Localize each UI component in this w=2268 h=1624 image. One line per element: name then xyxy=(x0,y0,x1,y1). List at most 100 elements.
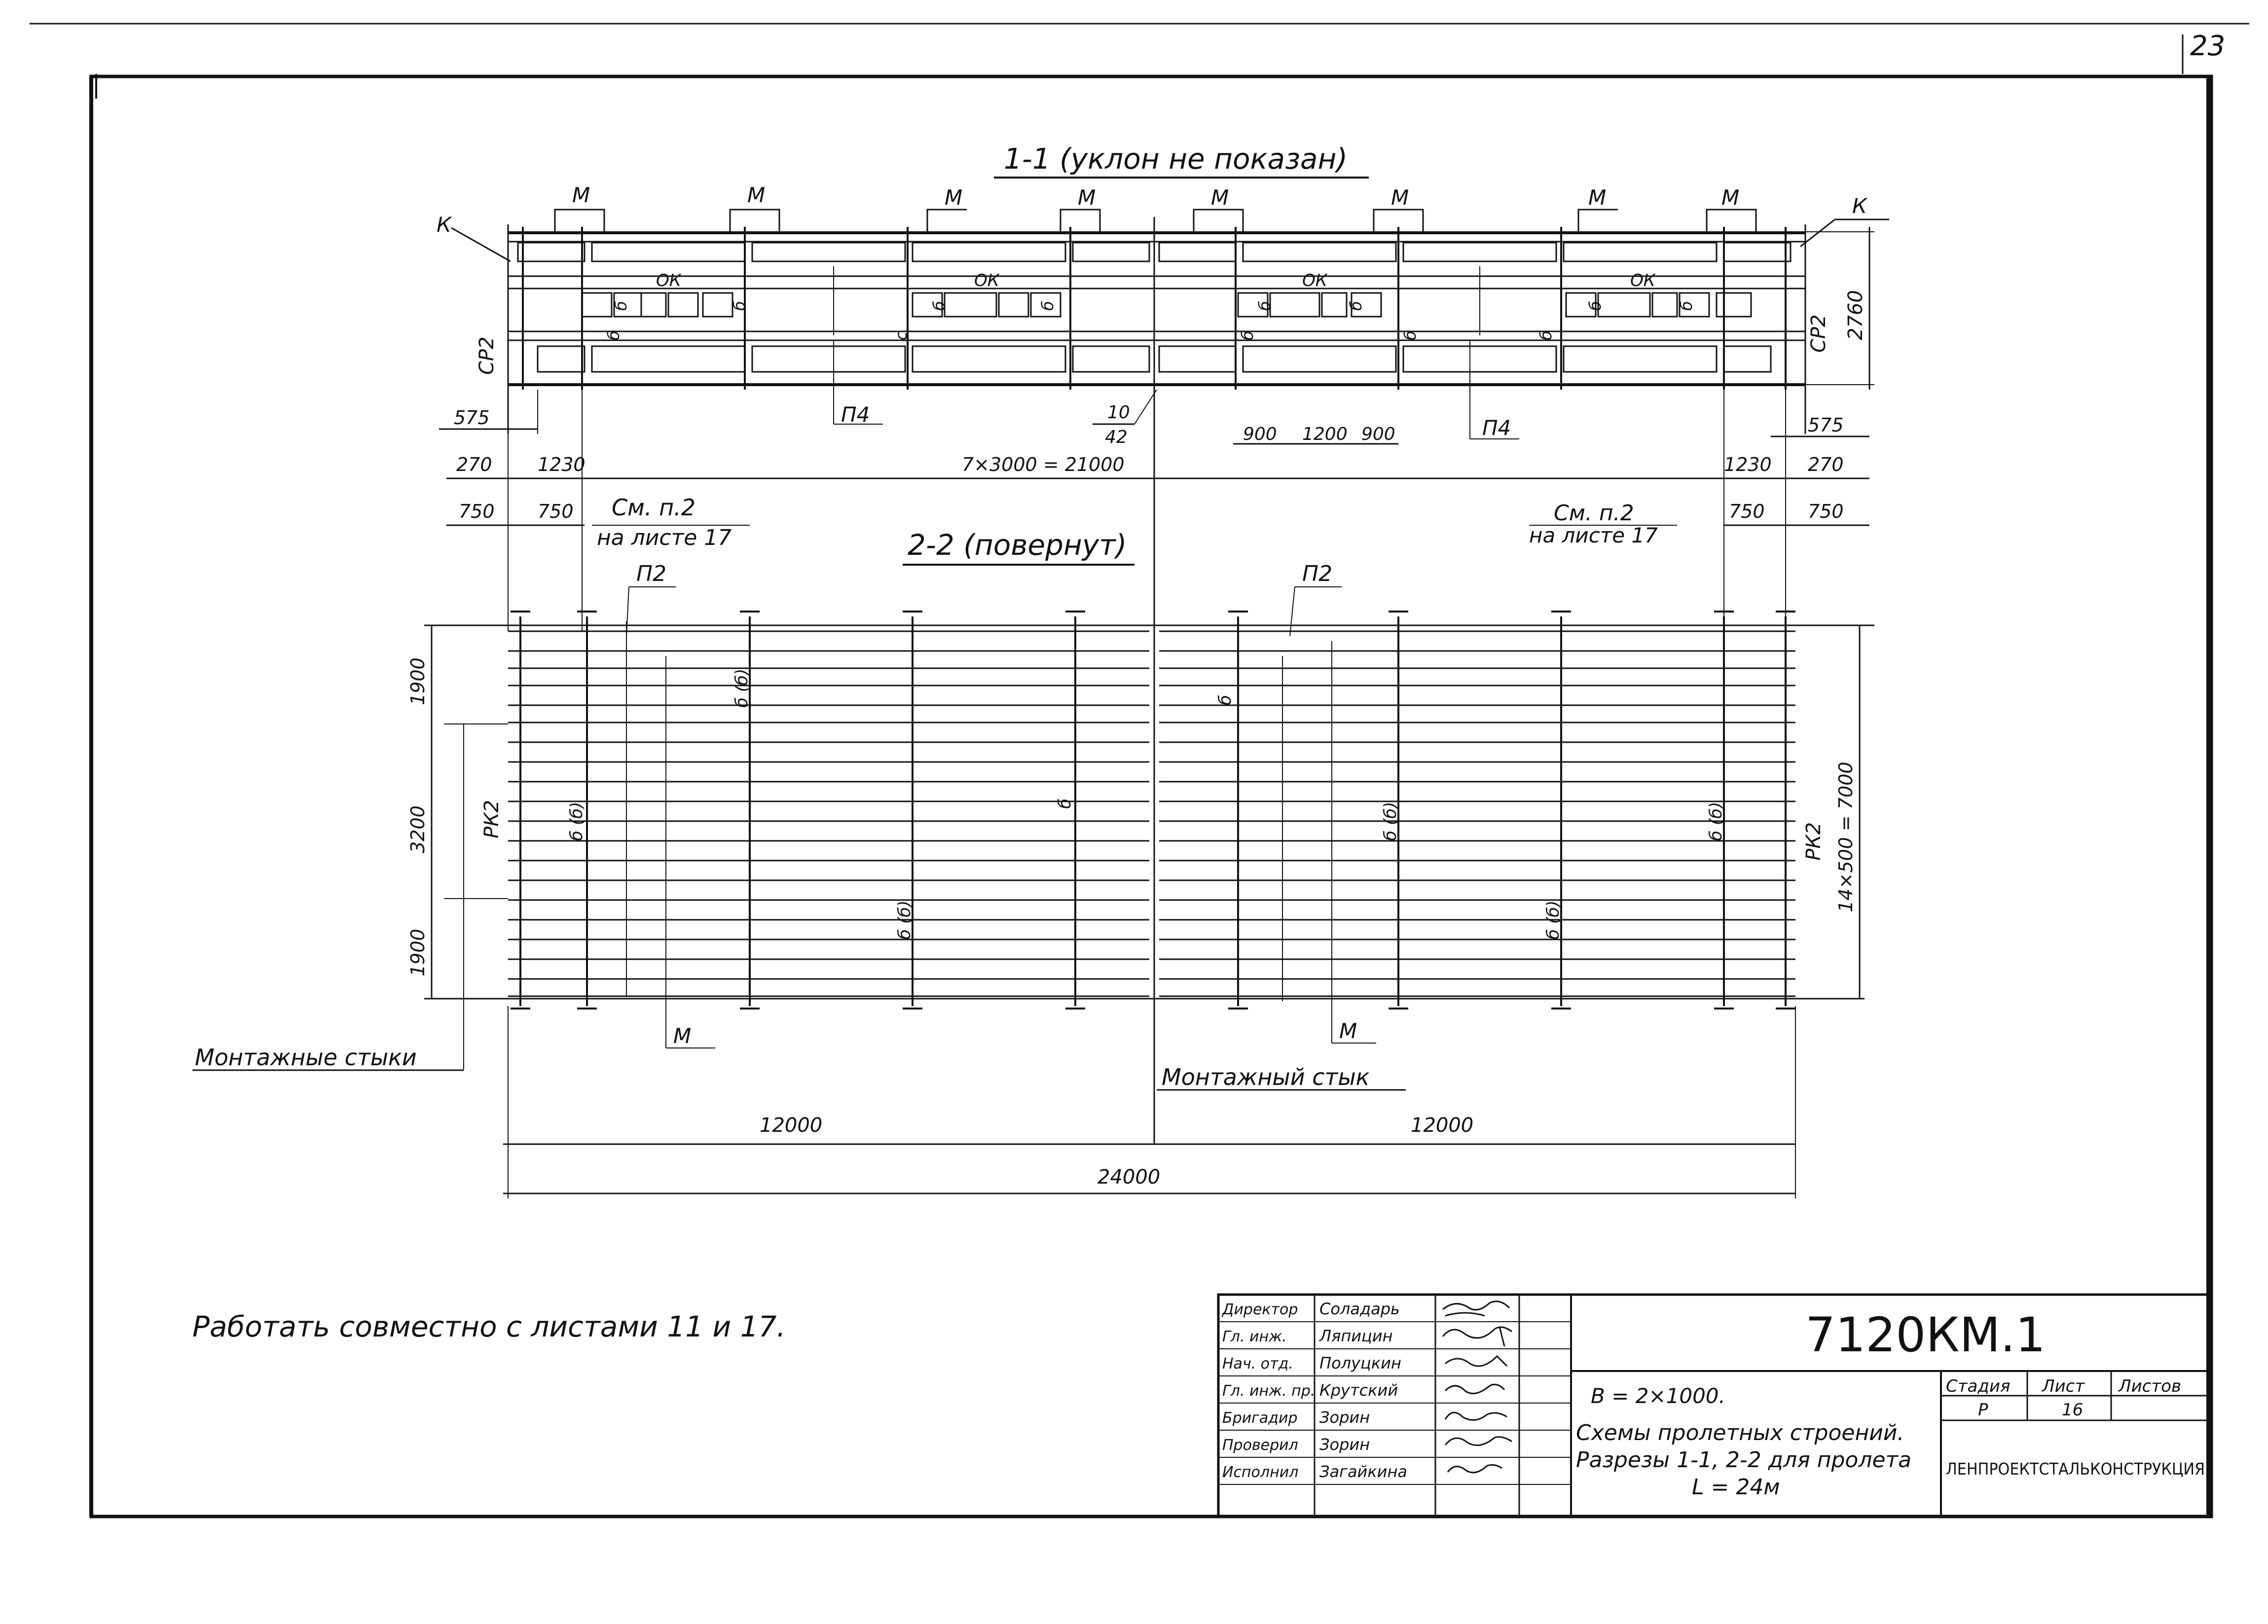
section-2-2-title: 2-2 (повернут) xyxy=(908,528,1127,562)
sheet-frame: 23 xyxy=(30,23,2249,1518)
label-b: б xyxy=(1536,330,1555,340)
staff-role: Гл. инж. xyxy=(1222,1328,1287,1345)
header-sheets: Листов xyxy=(2118,1376,2181,1396)
label-sr2: СР2 xyxy=(1807,315,1830,353)
description-line1: Схемы пролетных строений. xyxy=(1576,1420,1904,1445)
label-m: М xyxy=(1339,1019,1357,1043)
label-b-b: б (б) xyxy=(1706,802,1726,841)
label-b: б xyxy=(1677,301,1696,311)
label-mark-10: 10 xyxy=(1107,402,1130,423)
general-note: Работать совместно с листами 11 и 17. xyxy=(192,1310,786,1343)
sheet-value: 16 xyxy=(2062,1400,2083,1420)
header-sheet: Лист xyxy=(2041,1376,2085,1396)
label-p2: П2 xyxy=(636,561,666,586)
dim-24000: 24000 xyxy=(1097,1166,1160,1189)
stringers xyxy=(519,616,1787,1006)
description-line2: Разрезы 1-1, 2-2 для пролета xyxy=(1576,1447,1911,1473)
truss-posts xyxy=(522,227,1787,390)
label-rk2: РК2 xyxy=(1802,822,1825,861)
dim-750: 750 xyxy=(1808,501,1844,522)
label-m: М xyxy=(1211,185,1229,210)
label-b-b: б (б) xyxy=(1543,901,1563,939)
staff-role: Бригадир xyxy=(1222,1409,1298,1427)
dim-1230: 1230 xyxy=(538,454,585,475)
staff-name: Зорин xyxy=(1319,1435,1370,1454)
label-b: б xyxy=(730,301,749,311)
organization-name: ЛЕНПРОЕКТСТАЛЬКОНСТРУКЦИЯ xyxy=(1946,1459,2205,1479)
dim-12000: 12000 xyxy=(1411,1114,1473,1137)
label-m: М xyxy=(673,1024,691,1048)
joint-markers-m: М М М М М М М М xyxy=(554,183,1757,234)
label-p2: П2 xyxy=(1302,561,1332,586)
label-m: М xyxy=(1391,185,1409,210)
dim-14x500: 14×500 = 7000 xyxy=(1835,762,1857,912)
label-m: М xyxy=(1721,185,1739,210)
staff-role: Нач. отд. xyxy=(1222,1355,1293,1372)
doc-code: 7120КМ.1 xyxy=(1805,1307,2046,1363)
label-m: М xyxy=(945,185,962,210)
label-b: б xyxy=(1215,695,1235,705)
dim-270: 270 xyxy=(456,454,492,475)
label-b: б xyxy=(1238,330,1257,340)
dim-270: 270 xyxy=(1808,454,1844,475)
label-b-b: б (б) xyxy=(732,669,752,708)
staff-role: Проверил xyxy=(1222,1437,1298,1454)
header-stage: Стадия xyxy=(1946,1376,2010,1396)
staff-name: Крутский xyxy=(1319,1381,1398,1400)
label-sr2: СР2 xyxy=(476,337,498,375)
label-ok: ОК xyxy=(656,271,682,290)
label-b-b: б (б) xyxy=(567,802,586,841)
note-on-sheet-17: на листе 17 xyxy=(1529,523,1658,547)
label-c: с xyxy=(892,331,911,340)
staff-name: Загайкина xyxy=(1319,1462,1407,1481)
label-ok: ОК xyxy=(974,271,1000,290)
dim-750: 750 xyxy=(459,501,495,522)
dim-750: 750 xyxy=(538,501,574,522)
dimension-rows: 575 270 1230 7×3000 = 21000 1230 270 900… xyxy=(439,390,1869,631)
dim-575: 575 xyxy=(1808,414,1844,436)
page-number: 23 xyxy=(2190,30,2225,62)
label-mark-42: 42 xyxy=(1105,427,1128,447)
dim-1230: 1230 xyxy=(1724,454,1772,475)
stage-value: Р xyxy=(1978,1400,1988,1420)
label-b: б xyxy=(612,301,630,311)
label-m: М xyxy=(1588,185,1606,210)
label-b: б xyxy=(1255,301,1274,311)
dim-2760: 2760 xyxy=(1844,290,1867,340)
label-b: б xyxy=(604,330,623,340)
label-montage-joint: Монтажный стык xyxy=(1162,1064,1370,1090)
label-b: б xyxy=(930,301,949,311)
dim-1900: 1900 xyxy=(407,657,429,705)
dim-900: 900 xyxy=(1361,424,1395,444)
dim-900: 900 xyxy=(1243,424,1277,444)
staff-name: Полуцкин xyxy=(1319,1354,1401,1372)
label-b-b: б (б) xyxy=(895,901,915,939)
label-ok: ОК xyxy=(1302,271,1328,290)
dim-3200: 3200 xyxy=(407,805,429,853)
label-ok: ОК xyxy=(1630,271,1656,290)
note-see-p2: См. п.2 xyxy=(1554,501,1634,526)
label-rk2: РК2 xyxy=(480,800,503,838)
section-2-2: 2-2 (повернут) xyxy=(192,528,1874,1198)
signatures xyxy=(1442,1300,1512,1474)
note-on-sheet-17: на листе 17 xyxy=(597,525,732,550)
staff-role: Гл. инж. пр. xyxy=(1222,1382,1315,1400)
staff-name: Ляпицин xyxy=(1319,1327,1393,1345)
label-b: б xyxy=(1401,330,1420,340)
label-b: б xyxy=(1038,301,1057,311)
dim-7x3000: 7×3000 = 21000 xyxy=(962,454,1125,475)
label-montage-joints: Монтажные стыки xyxy=(195,1044,417,1071)
label-b: б xyxy=(1586,301,1605,311)
label-m: М xyxy=(1078,185,1096,210)
note-see-p2: См. п.2 xyxy=(612,494,695,521)
section-1-1-title: 1-1 (уклон не показан) xyxy=(1004,142,1348,176)
label-b: б xyxy=(1347,301,1365,311)
label-m: М xyxy=(747,183,765,207)
staff-role: Директор xyxy=(1221,1301,1298,1318)
label-b-b: б (б) xyxy=(1381,802,1400,841)
staff-role: Исполнил xyxy=(1222,1464,1298,1481)
staff-name: Зорин xyxy=(1319,1408,1370,1427)
